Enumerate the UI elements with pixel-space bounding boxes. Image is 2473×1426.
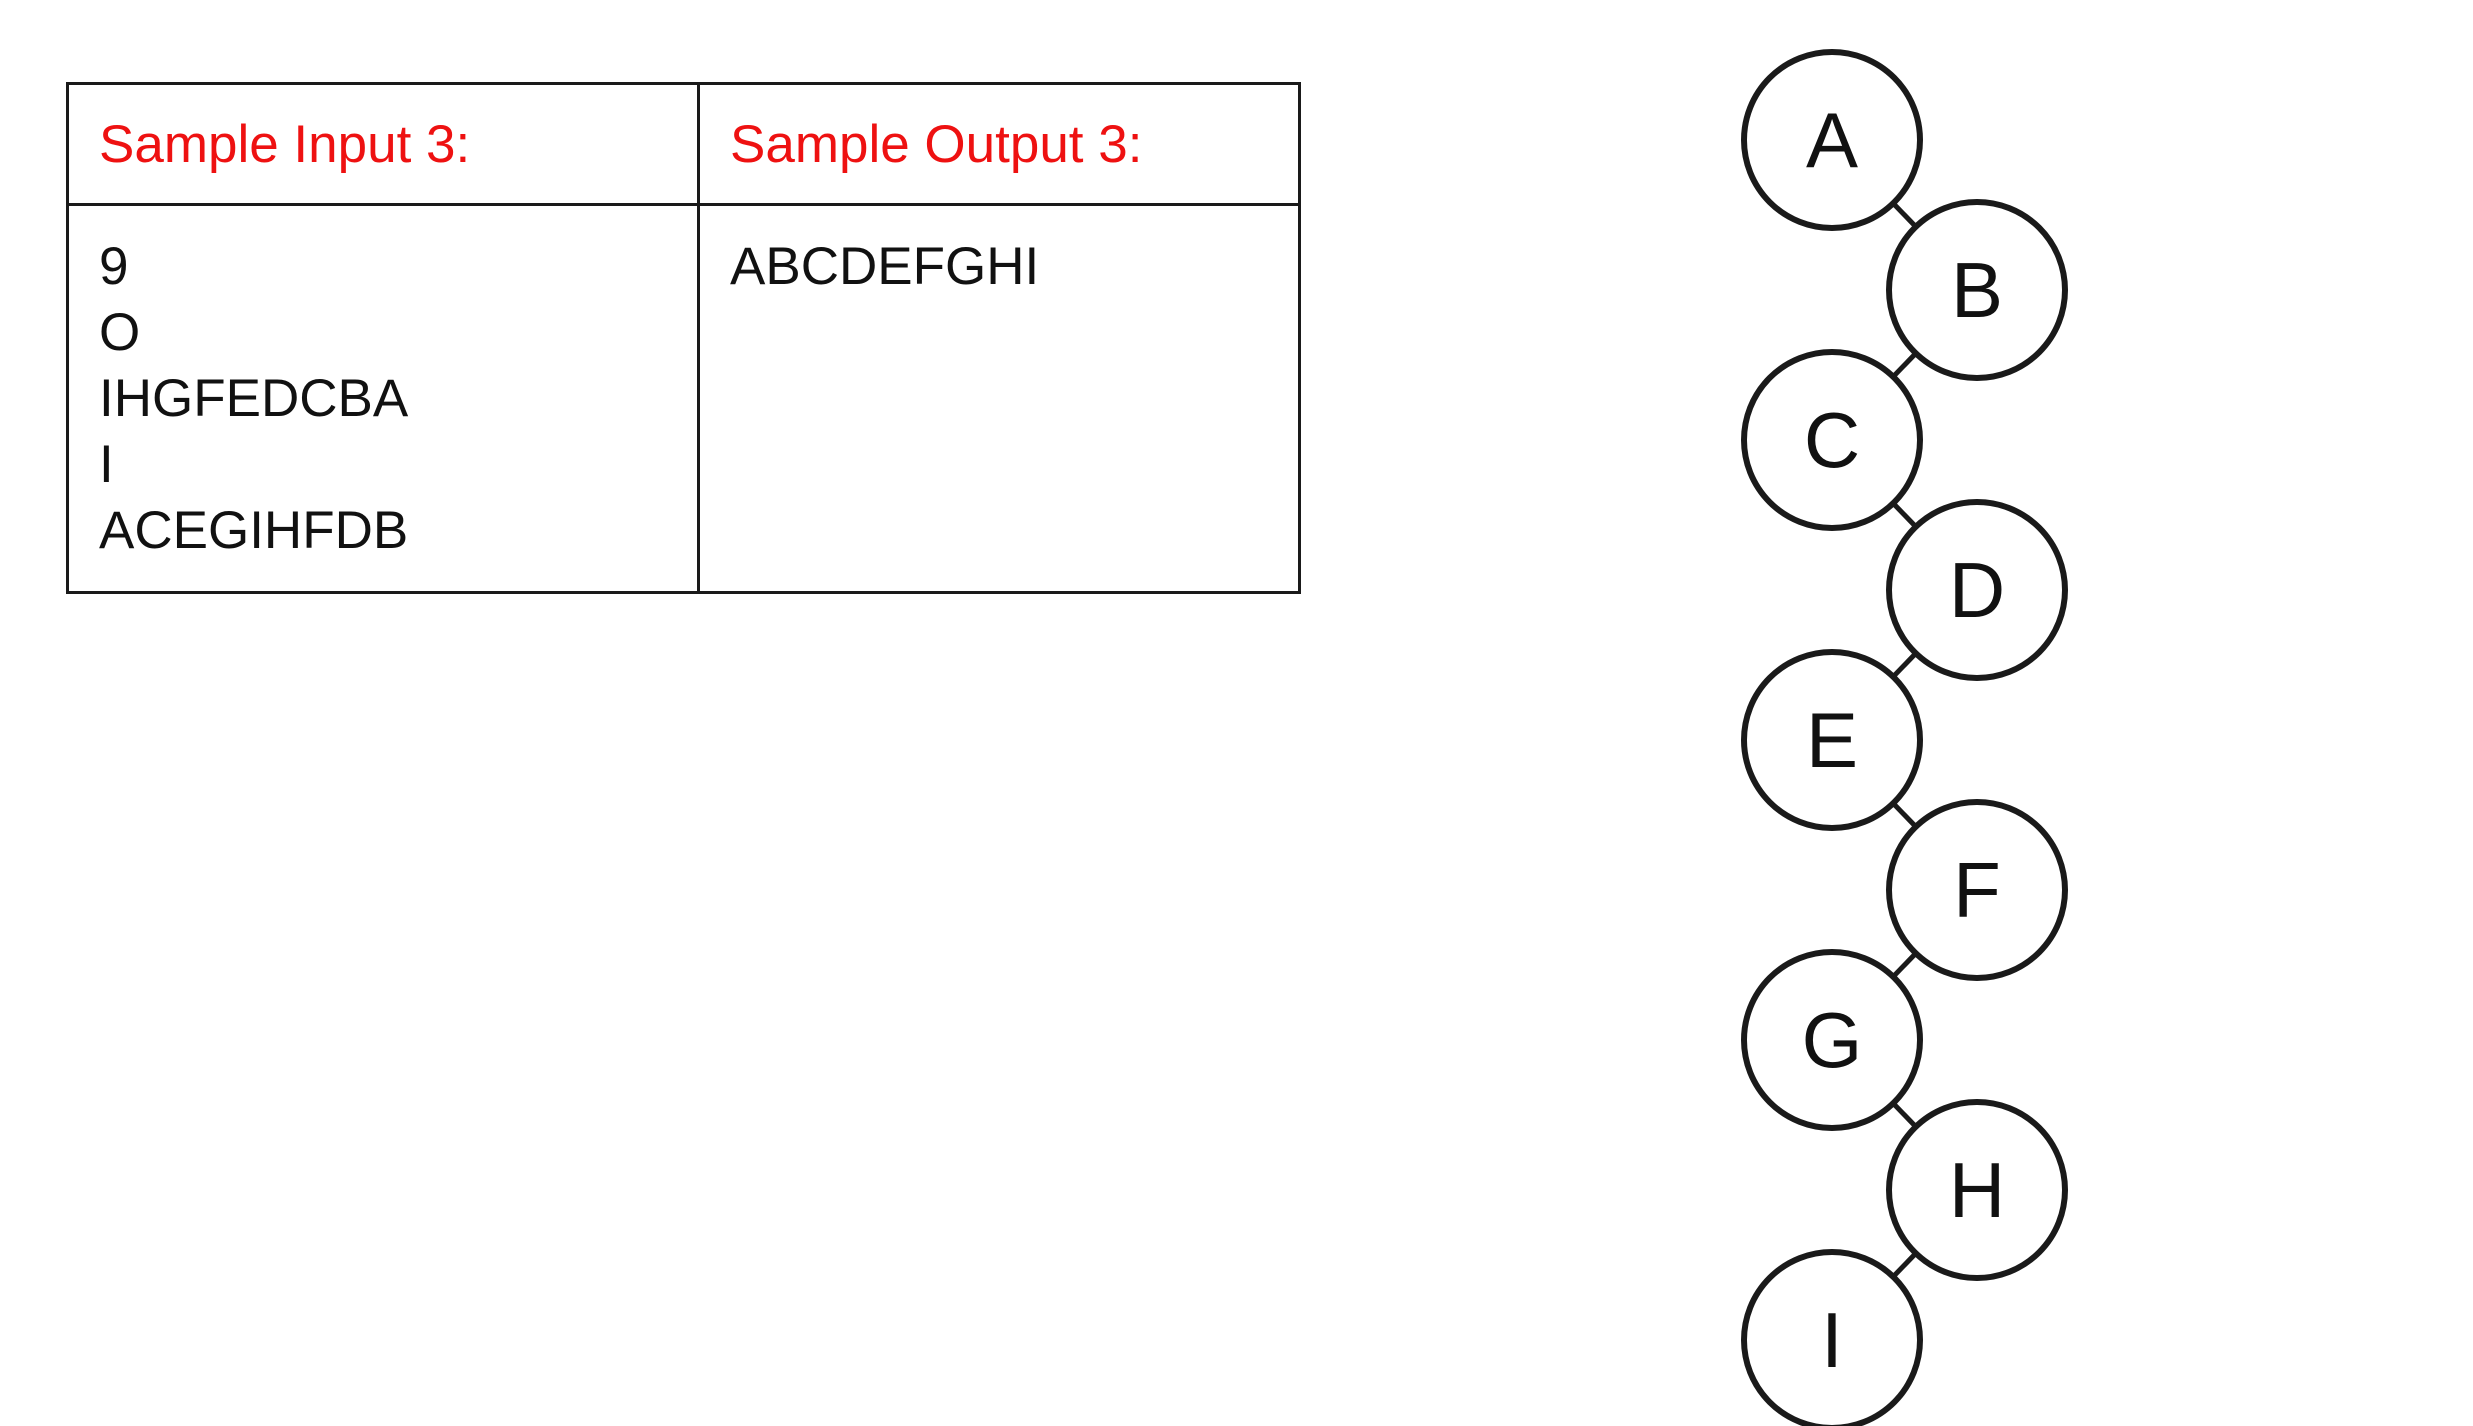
tree-node-e: E [1741,649,1923,831]
tree-node-i: I [1741,1249,1923,1426]
tree-node-a: A [1741,49,1923,231]
table-header-row: Sample Input 3: Sample Output 3: [66,82,1301,206]
tree-node-circle [1741,349,1923,531]
tree-node-label: D [1949,546,2005,634]
input-line: 9 [99,237,129,296]
input-line: ACEGIHFDB [99,501,409,560]
tree-node-circle [1886,499,2068,681]
tree-node-b: B [1886,199,2068,381]
tree-node-circle [1741,649,1923,831]
tree-node-label: C [1804,396,1860,484]
tree-node-circle [1741,49,1923,231]
tree-node-label: F [1953,846,2001,934]
input-line: O [99,303,141,362]
sample-input-cell: 9 O IHGFEDCBA I ACEGIHFDB [66,203,700,594]
tree-node-label: E [1806,696,1858,784]
input-line: I [99,435,114,494]
tree-node-h: H [1886,1099,2068,1281]
tree-node-circle [1741,1249,1923,1426]
table-body-row: 9 O IHGFEDCBA I ACEGIHFDB ABCDEFGHI [66,203,1301,594]
tree-node-label: H [1949,1146,2005,1234]
input-line: IHGFEDCBA [99,369,409,428]
tree-node-f: F [1886,799,2068,981]
output-line: ABCDEFGHI [730,237,1040,296]
tree-node-circle [1886,1099,2068,1281]
tree-node-circle [1886,799,2068,981]
tree-node-label: G [1802,996,1863,1084]
tree-node-g: G [1741,949,1923,1131]
sample-output-header: Sample Output 3: [697,82,1301,206]
sample-output-cell: ABCDEFGHI [697,203,1301,594]
tree-node-circle [1886,199,2068,381]
sample-input-header: Sample Input 3: [66,82,700,206]
tree-node-c: C [1741,349,1923,531]
tree-node-label: I [1821,1296,1843,1384]
sample-io-table: Sample Input 3: Sample Output 3: 9 O IHG… [66,82,1301,594]
tree-node-label: A [1806,96,1858,184]
tree-node-d: D [1886,499,2068,681]
tree-node-label: B [1951,246,2003,334]
tree-nodes: A B C D E F GH I [1741,49,2068,1426]
tree-node-circle [1741,949,1923,1131]
